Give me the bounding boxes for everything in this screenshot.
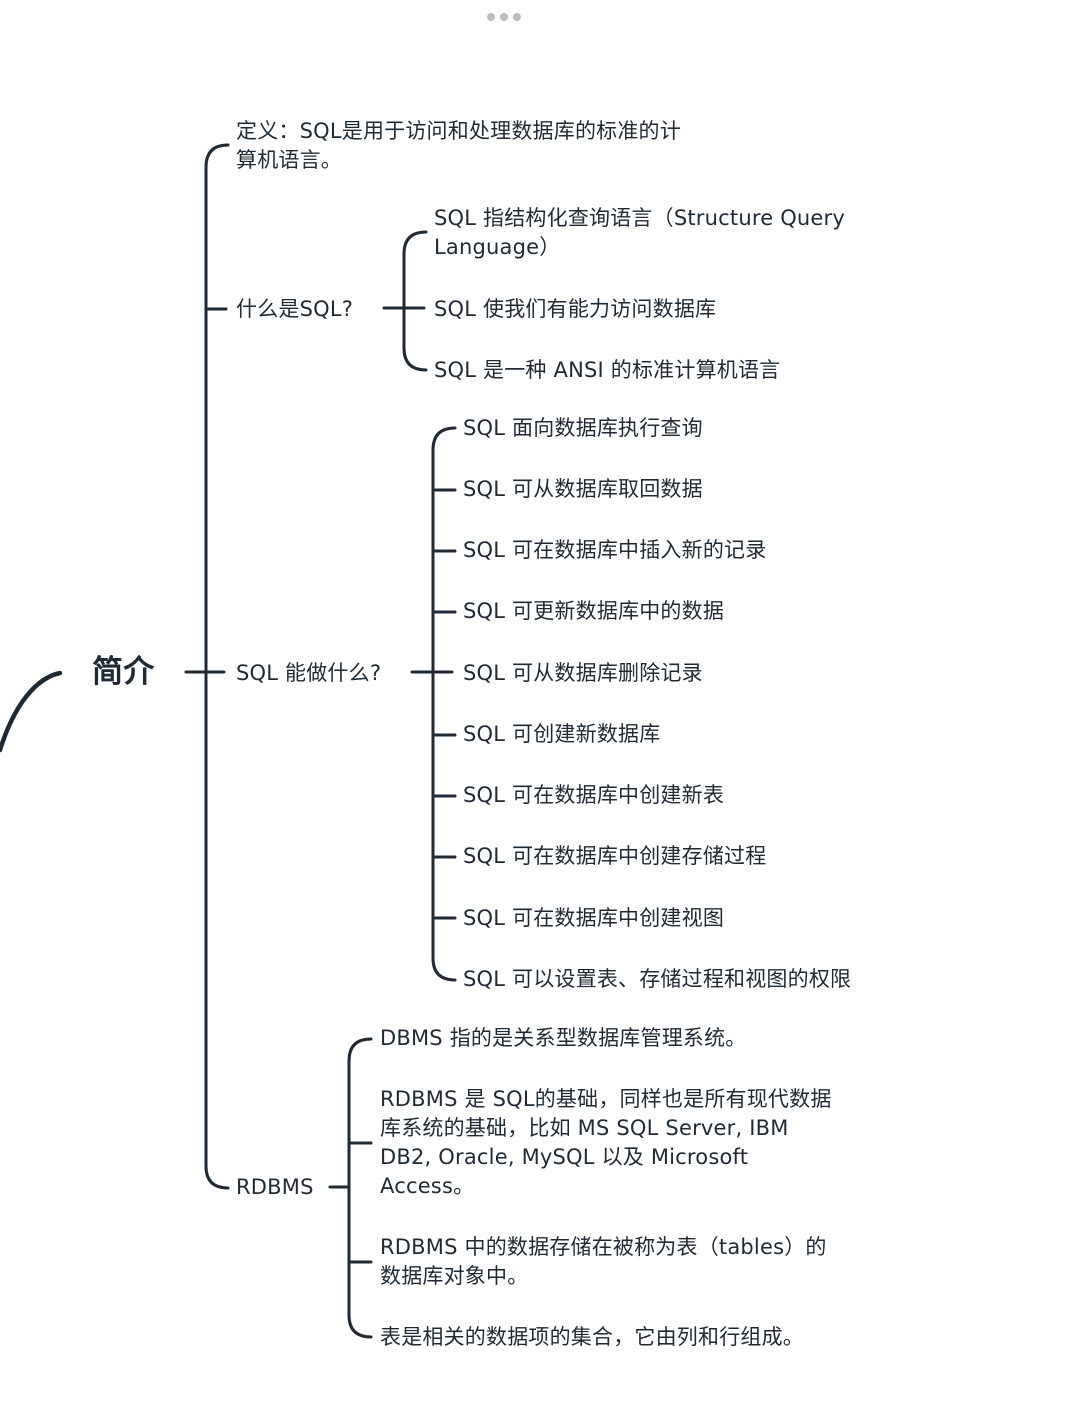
dot — [500, 13, 508, 21]
rdbms-item-3-line-2: 数据库对象中。 — [380, 1264, 529, 1288]
what-item-1-line-1: SQL 指结构化查询语言（Structure Query — [434, 206, 846, 230]
rdbms-item-3-line-1: RDBMS 中的数据存储在被称为表（tables）的 — [380, 1235, 827, 1259]
rdbms-item-2-line-4: Access。 — [380, 1174, 475, 1198]
what-bracket — [402, 230, 428, 372]
cando-item-5[interactable]: SQL 可从数据库删除记录 — [463, 661, 703, 685]
main-spine — [204, 143, 230, 1190]
rdbms-item-1[interactable]: DBMS 指的是关系型数据库管理系统。 — [380, 1024, 747, 1053]
what-item-1[interactable]: SQL 指结构化查询语言（Structure Query Language） — [434, 204, 845, 262]
rdbms-bracket — [347, 1037, 373, 1339]
what-item-1-line-2: Language） — [434, 235, 561, 259]
cando-item-9[interactable]: SQL 可在数据库中创建视图 — [463, 906, 725, 930]
dot — [487, 13, 495, 21]
cando-item-1[interactable]: SQL 面向数据库执行查询 — [463, 416, 703, 440]
rdbms-item-4[interactable]: 表是相关的数据项的集合，它由列和行组成。 — [380, 1323, 804, 1352]
cando-item-4[interactable]: SQL 可更新数据库中的数据 — [463, 599, 725, 623]
cando-item-6[interactable]: SQL 可创建新数据库 — [463, 722, 661, 746]
what-item-3[interactable]: SQL 是一种 ANSI 的标准计算机语言 — [434, 358, 781, 382]
cando-item-7[interactable]: SQL 可在数据库中创建新表 — [463, 783, 725, 807]
cando-item-3[interactable]: SQL 可在数据库中插入新的记录 — [463, 538, 767, 562]
dot — [513, 13, 521, 21]
rdbms-item-3[interactable]: RDBMS 中的数据存储在被称为表（tables）的 数据库对象中。 — [380, 1233, 827, 1291]
cando-item-8[interactable]: SQL 可在数据库中创建存储过程 — [463, 844, 767, 868]
rdbms-item-4-line-1: 表是相关的数据项的集合，它由列和行组成。 — [380, 1325, 804, 1349]
more-dots-icon[interactable] — [487, 13, 521, 21]
definition-line-1: 定义：SQL是用于访问和处理数据库的标准的计 — [236, 119, 681, 143]
root-node[interactable]: 简介 — [92, 654, 155, 690]
what-can-sql-do-node[interactable]: SQL 能做什么? — [236, 661, 382, 685]
rdbms-item-2[interactable]: RDBMS 是 SQL的基础，同样也是所有现代数据 库系统的基础，比如 MS S… — [380, 1085, 832, 1201]
cando-item-2[interactable]: SQL 可从数据库取回数据 — [463, 477, 703, 501]
what-item-2[interactable]: SQL 使我们有能力访问数据库 — [434, 297, 717, 321]
definition-node[interactable]: 定义：SQL是用于访问和处理数据库的标准的计 算机语言。 — [236, 117, 681, 175]
definition-line-2: 算机语言。 — [236, 148, 342, 172]
rdbms-item-1-line-1: DBMS 指的是关系型数据库管理系统。 — [380, 1026, 747, 1050]
rdbms-item-2-line-2: 库系统的基础，比如 MS SQL Server, IBM — [380, 1116, 789, 1140]
what-is-sql-node[interactable]: 什么是SQL? — [236, 297, 354, 321]
root-connector — [0, 670, 63, 753]
rdbms-item-2-line-3: DB2, Oracle, MySQL 以及 Microsoft — [380, 1145, 749, 1169]
cando-item-10[interactable]: SQL 可以设置表、存储过程和视图的权限 — [463, 967, 852, 991]
rdbms-node[interactable]: RDBMS — [236, 1175, 314, 1199]
rdbms-item-2-line-1: RDBMS 是 SQL的基础，同样也是所有现代数据 — [380, 1087, 832, 1111]
cando-bracket — [431, 426, 457, 982]
